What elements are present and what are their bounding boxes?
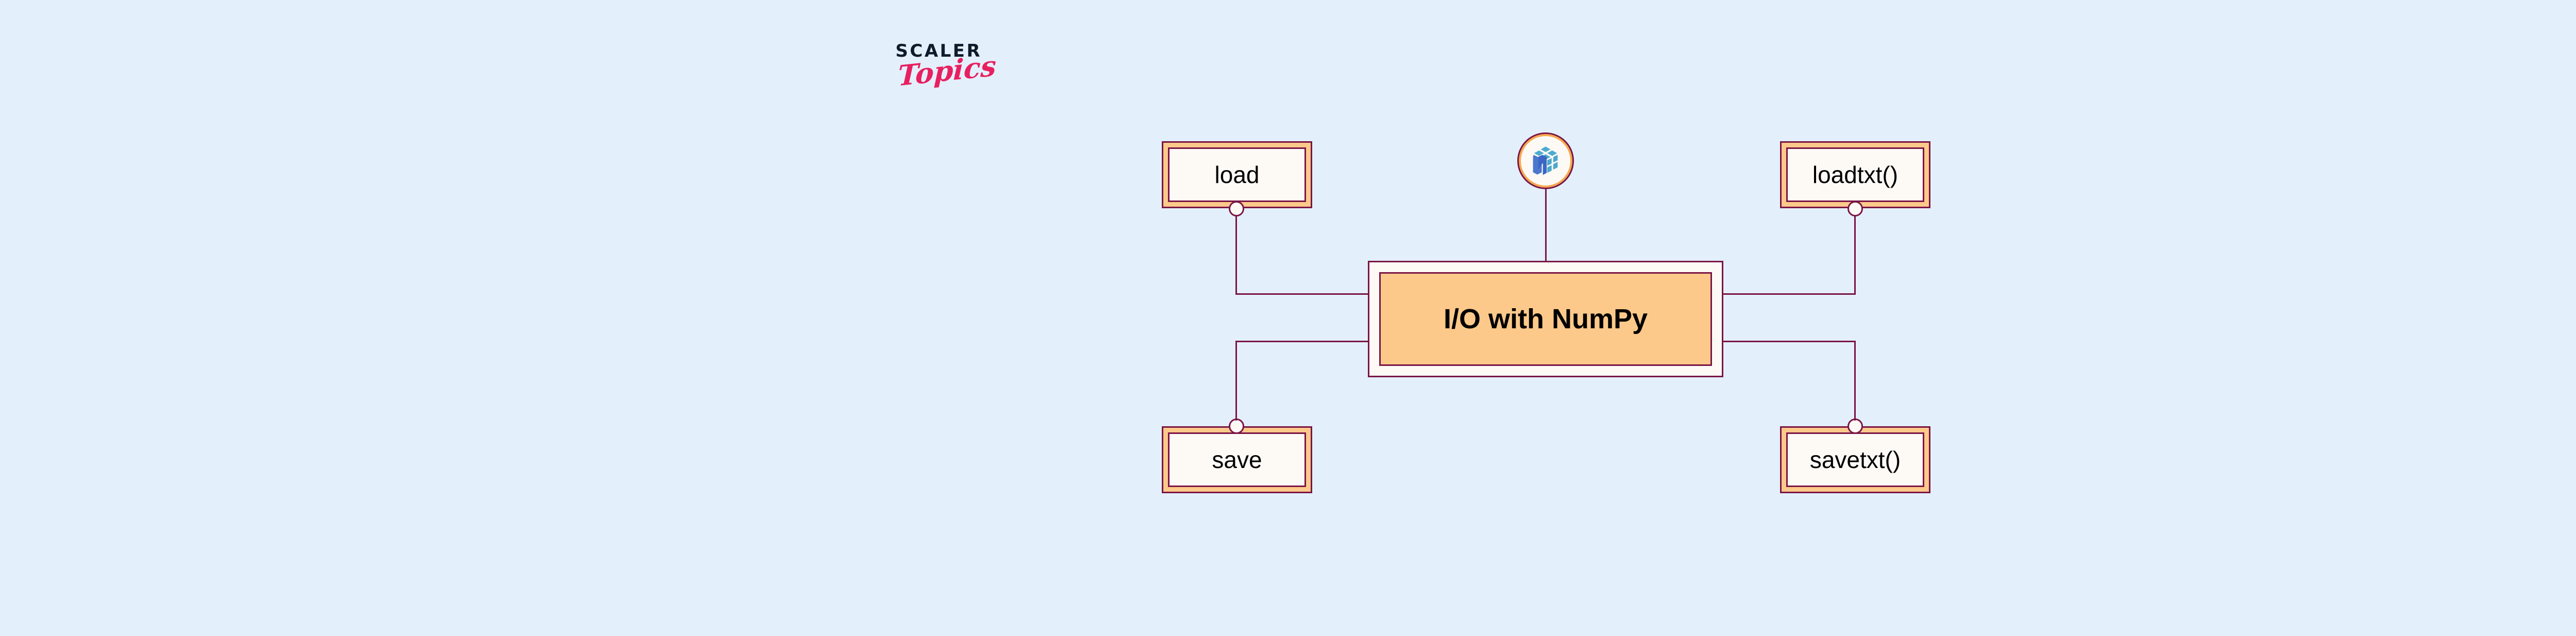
edge-load-horizontal [1235, 293, 1369, 295]
node-savetxt[interactable]: savetxt() [1780, 426, 1930, 493]
junction-loadtxt [1848, 201, 1863, 216]
edge-savetxt-horizontal [1722, 341, 1856, 342]
node-save[interactable]: save [1162, 426, 1312, 493]
junction-savetxt [1848, 419, 1863, 434]
edge-savetxt-vertical [1854, 341, 1856, 421]
junction-load [1229, 201, 1244, 216]
edge-save-vertical [1235, 341, 1237, 421]
node-loadtxt-label: loadtxt() [1812, 161, 1899, 188]
node-center-io-with-numpy[interactable]: I/O with NumPy [1368, 261, 1723, 377]
node-loadtxt[interactable]: loadtxt() [1780, 141, 1930, 208]
edge-load-vertical [1235, 215, 1237, 294]
junction-save [1229, 419, 1244, 434]
node-savetxt-label: savetxt() [1809, 446, 1901, 473]
node-load[interactable]: load [1162, 141, 1312, 208]
edge-loadtxt-horizontal [1722, 293, 1856, 295]
numpy-logo-icon [1517, 132, 1574, 189]
logo-wordmark-scaler: SCALER [895, 41, 982, 61]
node-loadtxt-panel: loadtxt() [1786, 147, 1924, 202]
node-load-panel: load [1168, 147, 1306, 202]
node-center-label: I/O with NumPy [1443, 304, 1648, 334]
node-save-panel: save [1168, 432, 1306, 487]
node-center-panel: I/O with NumPy [1379, 272, 1712, 366]
node-load-label: load [1214, 161, 1260, 188]
node-savetxt-panel: savetxt() [1786, 432, 1924, 487]
edge-numpy-to-center [1545, 188, 1547, 262]
edge-loadtxt-vertical [1854, 215, 1856, 294]
edge-save-horizontal [1235, 341, 1369, 342]
node-save-label: save [1212, 446, 1262, 473]
scaler-topics-logo: SCALER Topics [895, 42, 1029, 135]
